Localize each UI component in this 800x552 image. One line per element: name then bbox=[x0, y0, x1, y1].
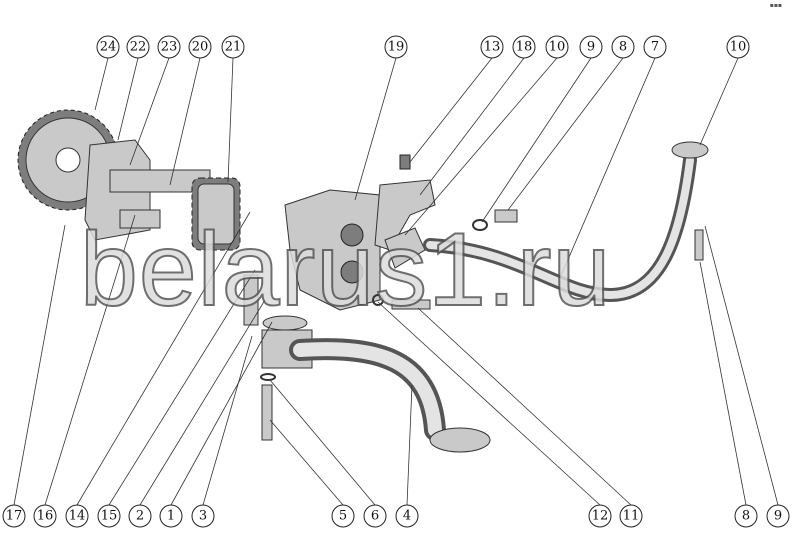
callout-number: 9 bbox=[587, 40, 595, 55]
callout-number: 1 bbox=[167, 509, 175, 524]
corner-mark: ▪▪▪ bbox=[769, 2, 782, 9]
callout: 2 bbox=[128, 504, 152, 528]
leader-line bbox=[44, 214, 136, 506]
callout: 1 bbox=[159, 504, 183, 528]
callout: 15 bbox=[97, 504, 121, 528]
bolt-15 bbox=[243, 274, 259, 326]
callout-number: 8 bbox=[619, 40, 627, 55]
leader-line bbox=[76, 211, 251, 506]
plug-13 bbox=[399, 154, 411, 170]
spring-9 bbox=[694, 229, 704, 261]
leader-line bbox=[117, 57, 139, 141]
leader-line bbox=[404, 57, 558, 236]
bolt-5 bbox=[261, 384, 273, 441]
callout-number: 20 bbox=[192, 40, 209, 55]
callout-number: 16 bbox=[37, 509, 54, 524]
callout-number: 13 bbox=[484, 40, 501, 55]
leader-line bbox=[699, 261, 747, 506]
callout: 14 bbox=[65, 504, 89, 528]
callout-number: 8 bbox=[742, 509, 750, 524]
callout: 16 bbox=[33, 504, 57, 528]
leader-line bbox=[129, 57, 170, 166]
leader-line bbox=[13, 224, 66, 506]
callout: 13 bbox=[480, 35, 504, 59]
leader-line bbox=[409, 57, 493, 163]
leader-line bbox=[417, 307, 632, 506]
leader-line bbox=[139, 299, 266, 506]
callout-number: 19 bbox=[388, 40, 405, 55]
callout-number: 12 bbox=[592, 509, 609, 524]
leader-line bbox=[481, 57, 592, 223]
bolt-8 bbox=[494, 209, 518, 223]
leader-line bbox=[559, 57, 656, 279]
shaft-short bbox=[119, 209, 161, 229]
leader-line bbox=[170, 321, 273, 506]
callout-number: 11 bbox=[623, 509, 640, 524]
leader-line bbox=[202, 335, 253, 506]
callout: 7 bbox=[643, 35, 667, 59]
leader-line bbox=[169, 57, 201, 186]
callout: 9 bbox=[579, 35, 603, 59]
callout-number: 15 bbox=[101, 509, 118, 524]
callout-number: 14 bbox=[69, 509, 86, 524]
callout-number: 10 bbox=[549, 40, 566, 55]
callout: 9 bbox=[766, 504, 790, 528]
callout: 10 bbox=[545, 35, 569, 59]
driven-gear bbox=[191, 177, 241, 251]
callout-number: 3 bbox=[199, 509, 207, 524]
callout-number: 2 bbox=[136, 509, 144, 524]
leader-line bbox=[354, 57, 397, 201]
callout-number: 9 bbox=[774, 509, 782, 524]
callout: 8 bbox=[734, 504, 758, 528]
callout: 12 bbox=[588, 504, 612, 528]
callout: 22 bbox=[126, 35, 150, 59]
callout-number: 17 bbox=[6, 509, 23, 524]
leader-line bbox=[419, 57, 525, 196]
callout-number: 6 bbox=[371, 509, 379, 524]
callout-number: 18 bbox=[516, 40, 533, 55]
callout: 20 bbox=[188, 35, 212, 59]
callout-number: 23 bbox=[161, 40, 178, 55]
watermark: belarus1.ru bbox=[79, 212, 612, 328]
callout-number: 5 bbox=[339, 509, 347, 524]
callout-number: 4 bbox=[403, 509, 411, 524]
leader-line bbox=[377, 301, 601, 506]
callout: 24 bbox=[96, 35, 120, 59]
callout: 17 bbox=[2, 504, 26, 528]
callout: 11 bbox=[619, 504, 643, 528]
leader-lines bbox=[13, 57, 779, 506]
leader-line bbox=[704, 225, 779, 506]
callout-number: 7 bbox=[651, 40, 659, 55]
leader-line bbox=[108, 269, 256, 506]
leader-line bbox=[227, 57, 234, 183]
callout-number: 22 bbox=[130, 40, 147, 55]
leader-line bbox=[94, 57, 109, 111]
callout: 4 bbox=[395, 504, 419, 528]
flange-gasket bbox=[671, 141, 709, 159]
leader-line bbox=[406, 384, 413, 506]
callout-number: 10 bbox=[730, 40, 747, 55]
callout-number: 21 bbox=[225, 40, 242, 55]
leader-line bbox=[269, 379, 376, 506]
callout: 5 bbox=[331, 504, 355, 528]
callout: 3 bbox=[191, 504, 215, 528]
bracket bbox=[374, 179, 436, 251]
leader-line bbox=[699, 57, 739, 146]
suction-pipe bbox=[289, 338, 446, 441]
bolt-11 bbox=[391, 299, 431, 310]
callout: 23 bbox=[157, 35, 181, 59]
strainer bbox=[429, 427, 491, 453]
callout: 8 bbox=[611, 35, 635, 59]
leader-line bbox=[507, 57, 624, 211]
gasket-10 bbox=[384, 227, 426, 269]
callout: 21 bbox=[221, 35, 245, 59]
callout: 19 bbox=[384, 35, 408, 59]
callout-number: 24 bbox=[100, 40, 117, 55]
callout: 10 bbox=[726, 35, 750, 59]
callout: 6 bbox=[363, 504, 387, 528]
leader-line bbox=[269, 419, 344, 506]
callout: 18 bbox=[512, 35, 536, 59]
